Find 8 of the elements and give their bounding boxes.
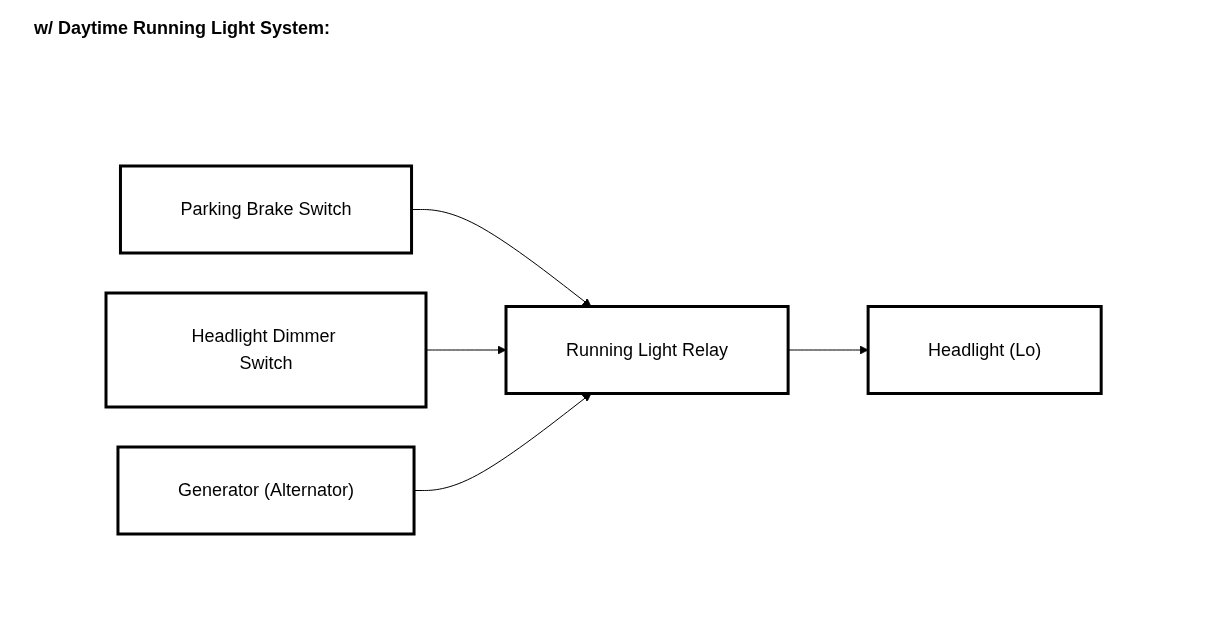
arrow <box>411 209 592 307</box>
node-box: Parking Brake Switch <box>119 164 414 255</box>
node-box: Headlight Dimmer Switch <box>104 291 428 409</box>
arrow <box>788 345 869 355</box>
node-box: Running Light Relay <box>504 305 790 395</box>
diagram-title: w/ Daytime Running Light System: <box>34 18 331 39</box>
node-box: Headlight (Lo) <box>867 305 1104 395</box>
node-box: Generator (Alternator) <box>116 445 416 536</box>
